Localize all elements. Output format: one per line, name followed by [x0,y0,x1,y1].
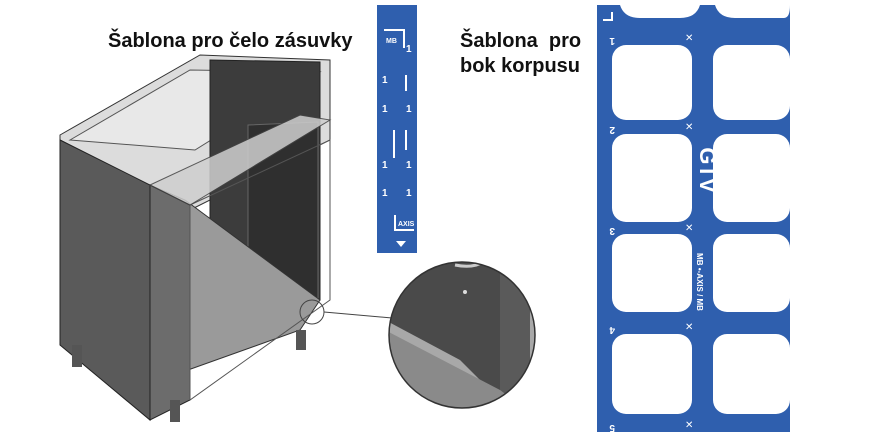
drawer-front-template: MB 1 1 1 1 1 1 1 1 AXIS [377,5,417,253]
side-template-label-line1: Šablona pro [460,30,582,52]
svg-text:✕: ✕ [685,420,693,431]
number-mark: 1 [406,44,412,55]
row-number: 2 [609,124,615,135]
row-number: 5 [609,422,615,433]
number-mark: 1 [382,188,388,199]
number-mark: 1 [406,104,412,115]
cabinet-drawing [59,54,393,422]
side-panel-template: GTV MB •-AXIS / MB 1 2 3 4 5 ✕ ✕ ✕ ✕ ✕ [597,5,790,433]
number-mark: 1 [382,104,388,115]
row-number: 1 [609,35,615,46]
svg-text:✕: ✕ [685,322,693,333]
number-mark: 1 [382,160,388,171]
plate-legend: MB •-AXIS / MB [695,253,704,311]
axis-mark: AXIS [398,221,415,228]
zoom-detail [388,261,536,409]
gtv-logo: GTV [695,147,720,193]
number-mark: 1 [406,188,412,199]
svg-text:✕: ✕ [685,223,693,234]
svg-text:✕: ✕ [685,33,693,44]
row-number: 3 [609,225,615,236]
front-template-label: Šablona pro čelo zásuvky [108,30,353,52]
side-template-label-line2: bok korpusu [460,55,581,77]
number-mark: 1 [406,160,412,171]
svg-text:✕: ✕ [685,122,693,133]
row-number: 4 [609,324,615,335]
mb-mark: MB [386,38,397,45]
number-mark: 1 [382,75,388,86]
